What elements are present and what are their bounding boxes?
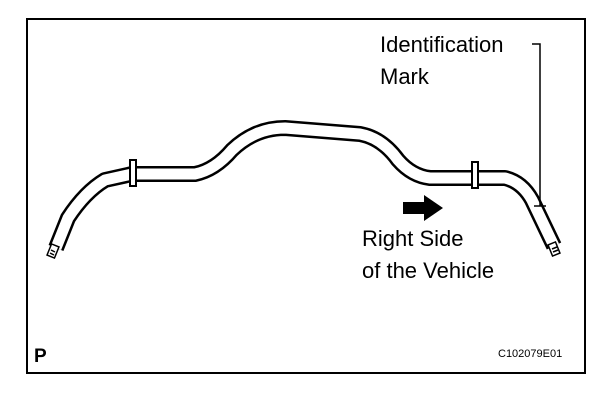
stabilizer-bar (48, 120, 562, 251)
left-bushing-mark (129, 159, 137, 187)
figure-frame (26, 18, 586, 374)
left-bar-end (46, 242, 60, 260)
right-bar-end (547, 240, 561, 258)
right-side-label-line1: Right Side (362, 226, 464, 251)
identification-mark-label-line2: Mark (380, 64, 429, 89)
identification-leader-line (532, 43, 546, 207)
right-bushing-mark (471, 161, 479, 189)
figure-code: C102079E01 (498, 348, 563, 360)
identification-mark-label-line1: Identification (380, 32, 504, 57)
arrow-right-icon (403, 195, 443, 221)
right-side-label-line2: of the Vehicle (362, 258, 495, 283)
view-letter: P (34, 346, 47, 367)
